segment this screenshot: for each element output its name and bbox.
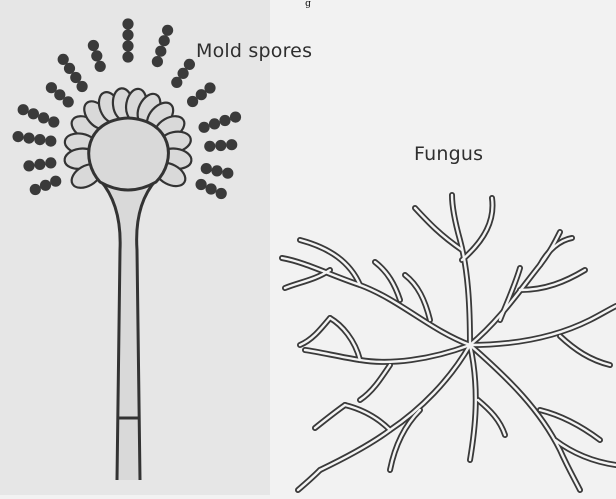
spore [91,50,102,61]
spore [13,131,24,142]
spore [64,63,75,74]
spore [206,183,217,194]
spore [122,29,133,40]
spore [199,122,210,133]
spore [215,140,226,151]
spore [204,141,215,152]
spore [155,46,166,57]
spore [204,82,215,93]
spore [226,139,237,150]
spore [23,160,34,171]
spore [88,40,99,51]
spore [152,56,163,67]
label-fungus: Fungus [414,143,483,165]
hypha-outline [478,400,505,435]
spore [162,25,173,36]
spore [23,133,34,144]
spore [122,40,133,51]
hypha-outline [345,405,390,430]
spore [28,108,39,119]
hypha-outline [560,336,610,365]
spore [184,59,195,70]
hypha-fill [462,198,493,260]
fungus-hyphae [282,195,616,490]
spore [48,116,59,127]
spore [45,136,56,147]
spore [201,163,212,174]
spore [196,179,207,190]
spore [58,54,69,65]
spore [171,77,182,88]
hypha-fill [315,405,345,428]
spore [211,165,222,176]
spore [159,35,170,46]
spore [209,118,220,129]
spore [70,72,81,83]
spore [230,112,241,123]
label-mold-spores: Mold spores [196,40,312,62]
spore [222,168,233,179]
spore [46,82,57,93]
hypha-fill [298,470,320,490]
spore [219,115,230,126]
mold-vesicle [89,118,169,190]
spore [34,159,45,170]
spore [50,176,61,187]
spore [95,61,106,72]
spore [77,81,88,92]
spore [40,180,51,191]
spore [34,134,45,145]
spore [30,184,41,195]
spore [122,51,133,62]
spore [178,68,189,79]
cropped-caption: g [0,0,616,8]
spore [45,157,56,168]
spore [216,188,227,199]
spore [18,104,29,115]
spore [38,112,49,123]
spore [122,18,133,29]
hypha-fill [282,258,470,345]
